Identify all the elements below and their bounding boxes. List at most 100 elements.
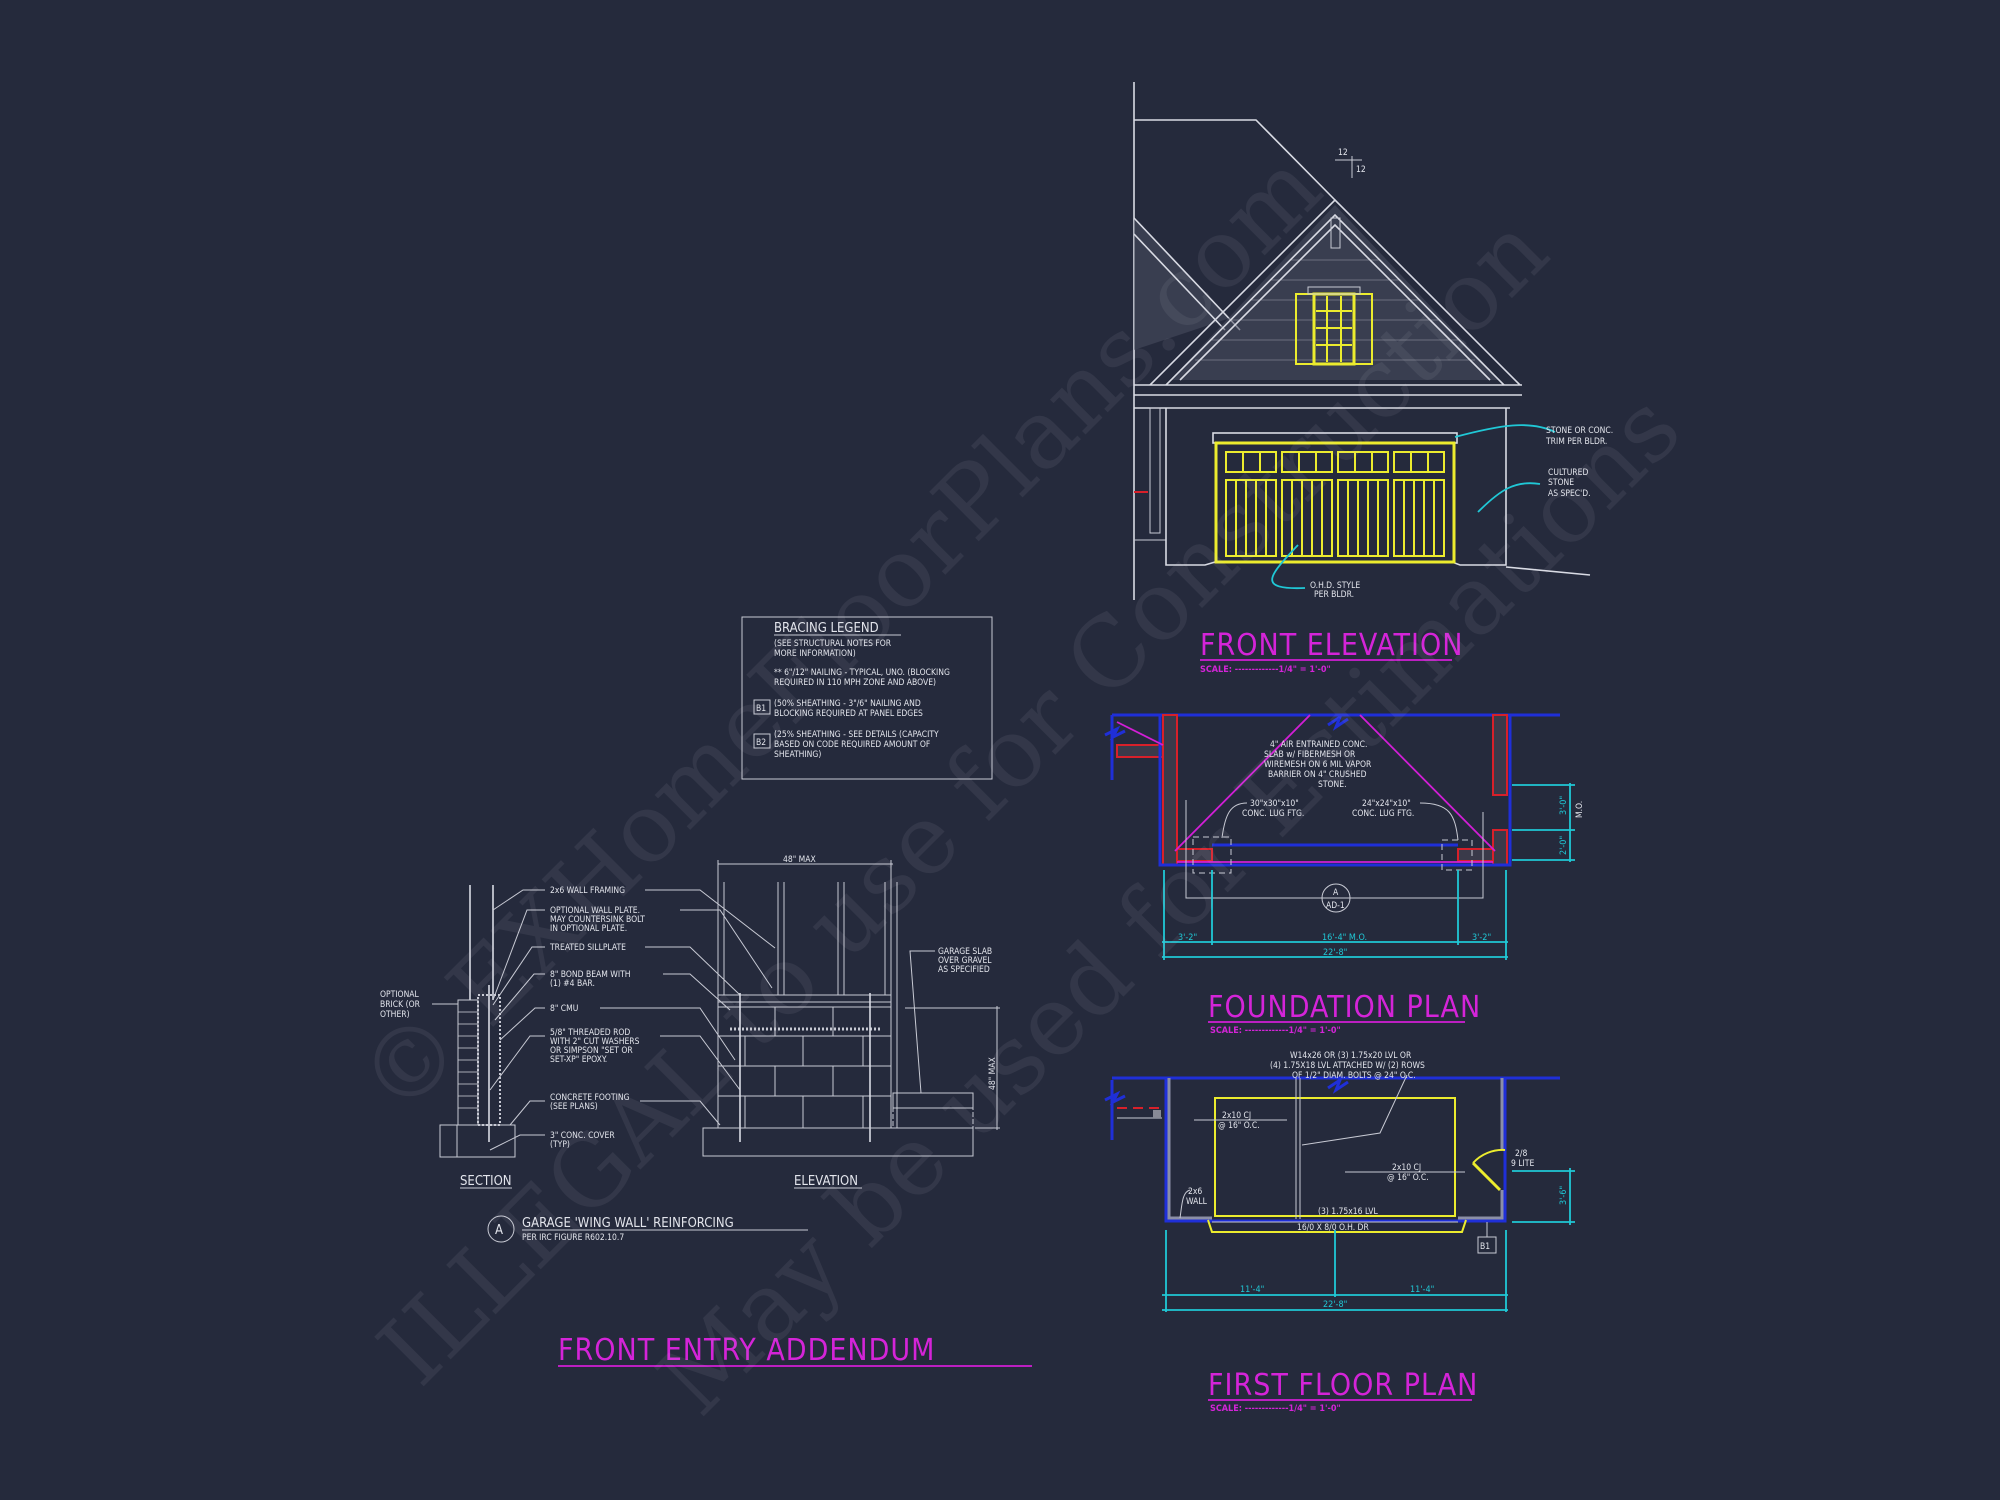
svg-text:9 LITE: 9 LITE <box>1511 1159 1534 1169</box>
svg-text:OPTIONAL WALL PLATE.: OPTIONAL WALL PLATE. <box>550 906 640 916</box>
svg-text:IN OPTIONAL PLATE.: IN OPTIONAL PLATE. <box>550 924 627 934</box>
svg-text:24"x24"x10": 24"x24"x10" <box>1362 799 1411 809</box>
svg-text:16/0 X 8/0 O.H. DR: 16/0 X 8/0 O.H. DR <box>1297 1223 1369 1233</box>
svg-text:B1: B1 <box>756 704 766 714</box>
svg-text:WITH 2" CUT WASHERS: WITH 2" CUT WASHERS <box>550 1037 640 1047</box>
svg-text:B1: B1 <box>1480 1242 1490 1252</box>
svg-text:BLOCKING REQUIRED AT PANEL EDG: BLOCKING REQUIRED AT PANEL EDGES <box>774 709 923 719</box>
svg-text:ELEVATION: ELEVATION <box>794 1174 858 1189</box>
svg-text:W14x26 OR (3) 1.75x20 LVL OR: W14x26 OR (3) 1.75x20 LVL OR <box>1290 1051 1412 1061</box>
svg-text:A: A <box>495 1223 503 1238</box>
svg-text:30"x30"x10": 30"x30"x10" <box>1250 799 1299 809</box>
svg-text:O.H.D. STYLE: O.H.D. STYLE <box>1310 581 1360 591</box>
svg-text:8" BOND BEAM WITH: 8" BOND BEAM WITH <box>550 970 631 980</box>
svg-text:TREATED SILLPLATE: TREATED SILLPLATE <box>549 943 626 953</box>
garage-door <box>1214 441 1456 564</box>
svg-text:@ 16" O.C.: @ 16" O.C. <box>1218 1121 1260 1131</box>
svg-text:AD-1: AD-1 <box>1326 901 1345 911</box>
svg-text:SLAB w/ FIBERMESH OR: SLAB w/ FIBERMESH OR <box>1264 750 1356 760</box>
svg-text:12: 12 <box>1338 148 1348 158</box>
svg-text:AS SPECIFIED: AS SPECIFIED <box>938 965 990 975</box>
svg-text:3'-6": 3'-6" <box>1559 1186 1569 1205</box>
svg-text:STONE OR CONC.: STONE OR CONC. <box>1546 426 1613 436</box>
roof-pitch-symbol: 12 12 <box>1335 148 1366 178</box>
svg-text:SCALE: -------------1/4" = 1'-: SCALE: -------------1/4" = 1'-0" <box>1210 1026 1341 1036</box>
svg-text:3'-2": 3'-2" <box>1178 933 1197 943</box>
svg-text:48" MAX: 48" MAX <box>988 1057 998 1090</box>
svg-text:CULTURED: CULTURED <box>1548 468 1588 478</box>
first-floor-plan-drawing: 2x10 CJ @ 16" O.C. 2x10 CJ @ 16" O.C. W1… <box>1104 1051 1575 1414</box>
sheet-title: FRONT ENTRY ADDENDUM <box>558 1333 935 1368</box>
svg-text:(4) 1.75X18 LVL ATTACHED W/ (2: (4) 1.75X18 LVL ATTACHED W/ (2) ROWS <box>1270 1061 1425 1071</box>
bracing-legend: BRACING LEGEND (SEE STRUCTURAL NOTES FOR… <box>741 616 993 780</box>
svg-text:(50% SHEATHING - 3"/6" NAILING: (50% SHEATHING - 3"/6" NAILING AND <box>774 699 921 709</box>
svg-text:BRACING LEGEND: BRACING LEGEND <box>774 621 879 636</box>
svg-text:SET-XP" EPOXY.: SET-XP" EPOXY. <box>550 1055 607 1065</box>
svg-text:CONCRETE FOOTING: CONCRETE FOOTING <box>550 1093 630 1103</box>
svg-text:WALL: WALL <box>1186 1197 1208 1207</box>
svg-text:22'-8": 22'-8" <box>1323 948 1347 958</box>
svg-text:11'-4": 11'-4" <box>1240 1285 1264 1295</box>
wing-wall-section: SECTION OPTIONAL BRICK (OR OTHER) <box>380 885 516 1189</box>
svg-text:OPTIONAL: OPTIONAL <box>380 990 420 1000</box>
svg-text:PER IRC FIGURE R602.10.7: PER IRC FIGURE R602.10.7 <box>522 1233 624 1243</box>
svg-text:(TYP): (TYP) <box>550 1140 570 1150</box>
svg-text:(1) #4 BAR.: (1) #4 BAR. <box>550 979 595 989</box>
svg-text:@ 16" O.C.: @ 16" O.C. <box>1387 1173 1429 1183</box>
svg-text:16'-4" M.O.: 16'-4" M.O. <box>1322 933 1367 943</box>
svg-text:WIREMESH ON 6 MIL VAPOR: WIREMESH ON 6 MIL VAPOR <box>1264 760 1372 770</box>
svg-text:BARRIER ON 4" CRUSHED: BARRIER ON 4" CRUSHED <box>1268 770 1367 780</box>
svg-text:BASED ON CODE REQUIRED AMOUNT: BASED ON CODE REQUIRED AMOUNT OF <box>774 740 930 750</box>
svg-text:2x6: 2x6 <box>1188 1187 1202 1197</box>
svg-text:SCALE: -------------1/4" = 1'-: SCALE: -------------1/4" = 1'-0" <box>1200 665 1331 675</box>
dormer-window <box>1295 286 1373 366</box>
svg-text:3" CONC. COVER: 3" CONC. COVER <box>550 1131 615 1141</box>
svg-text:STONE.: STONE. <box>1318 780 1347 790</box>
svg-text:MAY COUNTERSINK BOLT: MAY COUNTERSINK BOLT <box>550 915 645 925</box>
svg-text:OR SIMPSON "SET OR: OR SIMPSON "SET OR <box>550 1046 633 1056</box>
front-elevation-title: FRONT ELEVATION <box>1200 628 1463 663</box>
svg-text:AS SPEC'D.: AS SPEC'D. <box>1548 489 1591 499</box>
svg-text:2x10 CJ: 2x10 CJ <box>1222 1111 1251 1121</box>
svg-text:3'-2": 3'-2" <box>1472 933 1491 943</box>
svg-text:OF 1/2" DIAM. BOLTS @ 24" O.C.: OF 1/2" DIAM. BOLTS @ 24" O.C. <box>1292 1071 1416 1081</box>
svg-text:OVER GRAVEL: OVER GRAVEL <box>938 956 992 966</box>
svg-text:(3) 1.75x16 LVL: (3) 1.75x16 LVL <box>1318 1207 1379 1217</box>
svg-text:CONC. LUG FTG.: CONC. LUG FTG. <box>1352 809 1414 819</box>
svg-text:(SEE STRUCTURAL NOTES FOR: (SEE STRUCTURAL NOTES FOR <box>774 639 892 649</box>
wing-wall-detail-title: A GARAGE 'WING WALL' REINFORCING PER IRC… <box>487 1215 808 1243</box>
svg-text:(SEE PLANS): (SEE PLANS) <box>550 1102 598 1112</box>
svg-text:SCALE: -------------1/4" = 1'-: SCALE: -------------1/4" = 1'-0" <box>1210 1404 1341 1414</box>
svg-text:SHEATHING): SHEATHING) <box>774 750 821 760</box>
svg-text:STONE: STONE <box>1548 478 1574 488</box>
svg-text:CONC. LUG FTG.: CONC. LUG FTG. <box>1242 809 1304 819</box>
svg-text:2x10 CJ: 2x10 CJ <box>1392 1163 1421 1173</box>
svg-text:BRICK (OR: BRICK (OR <box>380 1000 421 1010</box>
svg-text:2x6 WALL FRAMING: 2x6 WALL FRAMING <box>550 886 625 896</box>
svg-text:48" MAX: 48" MAX <box>783 855 816 865</box>
svg-text:M.O.: M.O. <box>1575 801 1585 818</box>
svg-text:22'-8": 22'-8" <box>1323 1300 1347 1310</box>
svg-text:PER BLDR.: PER BLDR. <box>1314 590 1354 600</box>
svg-text:8" CMU: 8" CMU <box>550 1004 578 1014</box>
svg-text:A: A <box>1333 888 1339 898</box>
svg-text:SECTION: SECTION <box>460 1174 512 1189</box>
svg-text:GARAGE 'WING WALL' REINFORCING: GARAGE 'WING WALL' REINFORCING <box>522 1216 734 1231</box>
svg-text:3'-0": 3'-0" <box>1559 796 1569 815</box>
svg-text:B2: B2 <box>756 738 766 748</box>
foundation-plan-title: FOUNDATION PLAN <box>1208 990 1481 1025</box>
svg-text:** 6"/12" NAILING - TYPICAL, U: ** 6"/12" NAILING - TYPICAL, UNO. (BLOCK… <box>774 668 950 678</box>
svg-text:GARAGE SLAB: GARAGE SLAB <box>938 947 992 957</box>
svg-text:4" AIR ENTRAINED CONC.: 4" AIR ENTRAINED CONC. <box>1270 740 1367 750</box>
svg-text:2/8: 2/8 <box>1515 1149 1527 1159</box>
svg-text:5/8" THREADED ROD: 5/8" THREADED ROD <box>550 1028 630 1038</box>
svg-text:11'-4": 11'-4" <box>1410 1285 1434 1295</box>
svg-text:REQUIRED IN 110 MPH ZONE AND A: REQUIRED IN 110 MPH ZONE AND ABOVE) <box>774 678 936 688</box>
wing-wall-callouts: 2x6 WALL FRAMING OPTIONAL WALL PLATE. MA… <box>489 886 776 1151</box>
svg-text:2'-0": 2'-0" <box>1559 836 1569 855</box>
wing-wall-elevation: 48" MAX 48" MAX <box>702 855 1000 1189</box>
foundation-plan-drawing: 4" AIR ENTRAINED CONC. SLAB w/ FIBERMESH… <box>1104 713 1585 1036</box>
svg-text:12: 12 <box>1356 165 1366 175</box>
front-elevation-drawing: 12 12 <box>1133 82 1613 675</box>
